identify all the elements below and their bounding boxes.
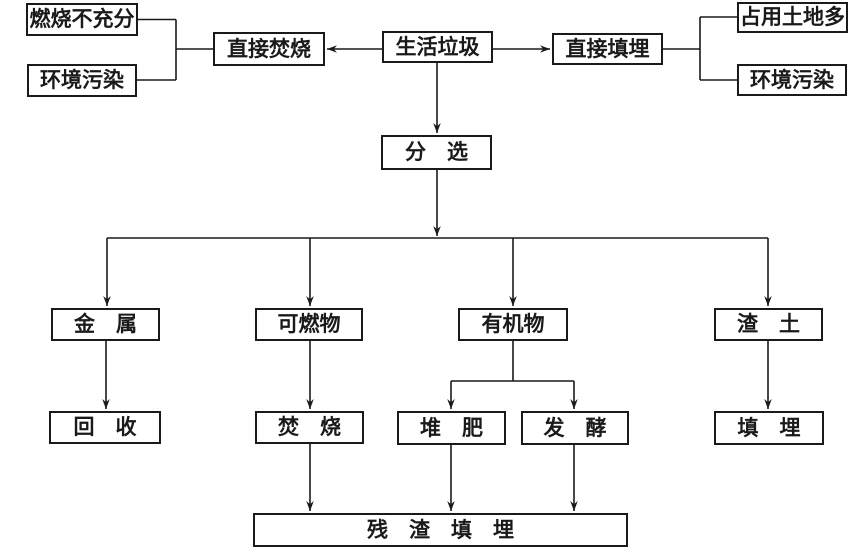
edge-landfill-consequences	[663, 16, 737, 81]
node-combustibles: 可燃物	[255, 308, 363, 341]
node-land-occupation: 占用土地多	[737, 2, 848, 33]
node-env-pollution-left: 环境污染	[27, 64, 137, 97]
node-recycling: 回 收	[49, 411, 161, 444]
node-household-waste: 生活垃圾	[382, 31, 493, 63]
node-metal: 金 属	[51, 308, 160, 341]
edge-incineration-consequences	[137, 18, 213, 81]
node-incomplete-combustion: 燃烧不充分	[26, 3, 138, 36]
node-direct-landfill: 直接填埋	[552, 33, 663, 65]
node-organics: 有机物	[458, 308, 568, 341]
node-fermentation: 发 酵	[521, 411, 629, 445]
node-direct-incineration: 直接焚烧	[213, 32, 325, 66]
node-residue-landfill: 残 渣 填 埋	[253, 513, 628, 547]
node-landfill: 填 埋	[714, 411, 824, 445]
node-sorting: 分 选	[381, 135, 492, 170]
node-composting: 堆 肥	[397, 411, 506, 445]
node-slag-soil: 渣 土	[714, 308, 823, 341]
node-incineration: 焚 烧	[255, 411, 364, 444]
node-env-pollution-right: 环境污染	[737, 64, 847, 96]
edge-organics-split	[451, 341, 574, 382]
